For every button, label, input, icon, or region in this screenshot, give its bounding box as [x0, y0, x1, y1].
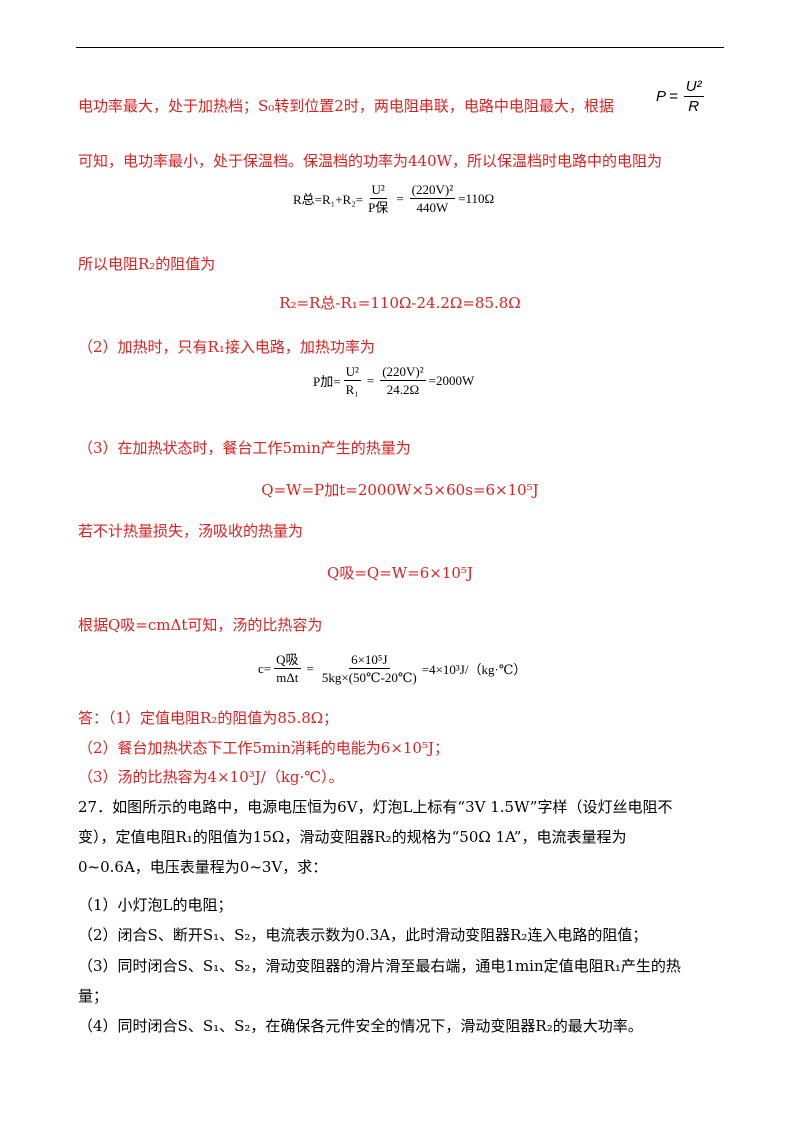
- question-line: 27．如图所示的电路中，电源电压恒为6V，灯泡L上标有“3V 1.5W”字样（设…: [78, 798, 673, 816]
- question-line: （4）同时闭合S、S₁、S₂，在确保各元件安全的情况下，滑动变阻器R₂的最大功率…: [78, 1017, 643, 1035]
- question-line: （3）同时闭合S、S₁、S₂，滑动变阻器的滑片滑至最右端，通电1min定值电阻R…: [78, 957, 681, 975]
- question-line: 0~0.6A，电压表量程为0~3V，求：: [78, 858, 328, 876]
- question-line: 量；: [78, 987, 109, 1005]
- text-line: （3）在加热状态时，餐台工作5min产生的热量为: [78, 439, 411, 457]
- question-line: （2）闭合S、断开S₁、S₂，电流表示数为0.3A，此时滑动变阻器R₂连入电路的…: [78, 926, 648, 944]
- text-line: 电功率最大，处于加热档；S₀转到位置2时，两电阻串联，电路中电阻最大，根据: [78, 97, 614, 115]
- formula-specific-heat: c= Q吸 mΔt = 6×10⁵J 5kg×(50℃-20℃) =4×10³J…: [258, 652, 527, 685]
- question-line: （1）小灯泡L的电阻；: [78, 896, 233, 914]
- text-line: 根据Q吸=cmΔt可知，汤的比热容为: [78, 616, 323, 634]
- formula-power: P = U² R: [656, 78, 704, 115]
- equation-line: Q=W=P加t=2000W×5×60s=6×10⁵J: [261, 481, 539, 499]
- formula-total-resistance: R总=R₁+R₂= U² P保 = (220V)² 440W =110Ω: [293, 182, 495, 215]
- formula-heating-power: P加= U² R₁ = (220V)² 24.2Ω =2000W: [313, 364, 475, 397]
- equation-line: Q吸=Q=W=6×10⁵J: [327, 564, 473, 582]
- text-line: 可知，电功率最小，处于保温档。保温档的功率为440W，所以保温档时电路中的电阻为: [78, 152, 663, 170]
- answer-line: （2）餐台加热状态下工作5min消耗的电能为6×10⁵J；: [78, 739, 449, 757]
- answer-line: （3）汤的比热容为4×10³J/（kg·℃）。: [78, 768, 344, 786]
- text-line: 若不计热量损失，汤吸收的热量为: [78, 522, 304, 540]
- header-rule: [76, 47, 724, 48]
- text-line: （2）加热时，只有R₁接入电路，加热功率为: [78, 338, 375, 356]
- equation-line: R₂=R总-R₁=110Ω-24.2Ω=85.8Ω: [279, 294, 521, 312]
- answer-line: 答：（1）定值电阻R₂的阻值为85.8Ω；: [78, 709, 339, 727]
- question-line: 变），定值电阻R₁的阻值为15Ω，滑动变阻器R₂的规格为“50Ω 1A”，电流表…: [78, 828, 627, 846]
- text-line: 所以电阻R₂的阻值为: [78, 255, 216, 273]
